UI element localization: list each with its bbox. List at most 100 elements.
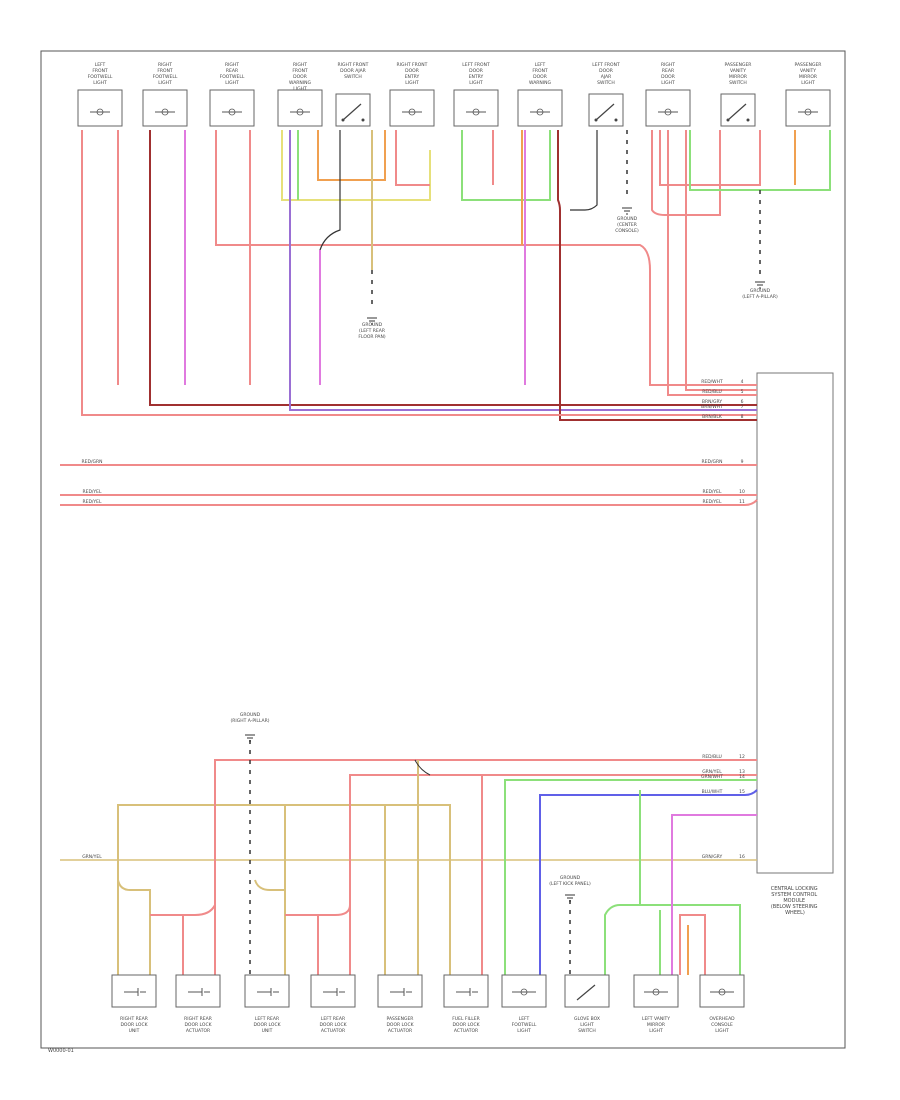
actuator-icon (456, 988, 478, 996)
lamp-box (453, 89, 499, 127)
switch-contact (594, 118, 598, 122)
bottom-component-label-line: LIGHT (517, 1028, 531, 1034)
ground-icon (565, 894, 575, 902)
ground-label-line: (CENTER (617, 222, 637, 228)
wire-darkred (149, 130, 757, 406)
wire-yellow (281, 130, 431, 201)
top-component-label-line: WARNING (289, 80, 311, 86)
bottom-component-label-line: LIGHT (715, 1028, 729, 1034)
lamp-box (517, 89, 563, 127)
bottom-component-label-line: DOOR LOCK (253, 1022, 281, 1028)
bus-line-label: RED/GRN (82, 459, 103, 465)
bottom-component-label-line: ACTUATOR (321, 1028, 345, 1034)
wire-red (685, 130, 757, 391)
top-component-label-line: WARNING (529, 80, 551, 86)
bulb-icon (804, 108, 812, 116)
top-component: RIGHTFRONTDOORWARNINGLIGHT (277, 62, 323, 127)
top-component-label-line: RIGHT FRONT (397, 62, 428, 68)
ground-symbol: GROUND(LEFT KICK PANEL) (549, 875, 591, 902)
switch-icon (576, 984, 596, 1001)
connector-wire-color: RED/YEL (702, 499, 722, 505)
component-box (310, 974, 356, 1008)
top-component-label-line: DOOR (533, 74, 547, 80)
top-component-label-line: AJAR (601, 74, 612, 80)
ground-label-line: (LEFT KICK PANEL) (549, 881, 591, 887)
connector-wire-color: BLU/WHT (702, 789, 723, 795)
wire-red (667, 130, 757, 396)
connector-pin: 13 (739, 769, 745, 775)
top-component-label-line: VANITY (800, 68, 816, 74)
top-component-label: RIGHTFRONTDOORWARNINGLIGHT (289, 62, 311, 92)
diagram-code: W0000-01 (48, 1048, 74, 1054)
bottom-component-label-line: MIRROR (647, 1022, 665, 1028)
wire-red (395, 130, 430, 186)
bottom-component-label-line: RIGHT REAR (184, 1016, 212, 1022)
bottom-component-label-line: DOOR LOCK (319, 1022, 347, 1028)
connector-label: BLU/WHT 15 (702, 789, 745, 795)
diagram-frame (40, 50, 846, 1049)
bottom-component-label-line: DOOR LOCK (452, 1022, 480, 1028)
top-component-label-line: SWITCH (344, 74, 362, 80)
connector-pin: 14 (739, 774, 745, 780)
top-component-label-line: FOOTWELL (153, 74, 178, 80)
wire-tan (254, 879, 286, 975)
switch-icon (595, 103, 615, 121)
top-component-label-line: LIGHT (225, 80, 239, 86)
ground-label-line: GROUND (362, 322, 383, 328)
connector-pin: 15 (739, 789, 745, 795)
module-label: CENTRAL LOCKING SYSTEM CONTROL MODULE (B… (771, 886, 820, 916)
bulb-icon (408, 108, 416, 116)
bottom-component-label-line: FUEL FILLER (452, 1016, 480, 1022)
bottom-component-label-line: LEFT REAR (255, 1016, 279, 1022)
wire-green (640, 904, 741, 975)
top-component-label-line: MIRROR (729, 74, 747, 80)
top-component-label-line: LIGHT (661, 80, 675, 86)
connector-wire-color: RED/WHT (701, 379, 723, 385)
actuator-icon (188, 988, 210, 996)
bulb-icon (536, 108, 544, 116)
top-component-label-line: LEFT (535, 62, 546, 68)
wire-purple (289, 130, 757, 411)
top-component-label-line: FRONT (532, 68, 548, 74)
bottom-component-label-line: UNIT (262, 1028, 273, 1034)
connector-pin: 4 (741, 379, 744, 385)
bulb-icon (664, 108, 672, 116)
wire-red (150, 759, 757, 916)
connector-wire-color: BRN/GRY (702, 399, 722, 405)
bottom-component-label-line: SWITCH (578, 1028, 596, 1034)
ground-label-line: GROUND (240, 712, 261, 718)
top-component-label-line: FOOTWELL (88, 74, 113, 80)
wire-black (570, 130, 598, 211)
top-component-label-line: REAR (662, 68, 674, 74)
bus-line-label: RED/YEL (82, 489, 102, 495)
ground-label-line: GROUND (750, 288, 771, 294)
top-component-label-line: FOOTWELL (220, 74, 245, 80)
